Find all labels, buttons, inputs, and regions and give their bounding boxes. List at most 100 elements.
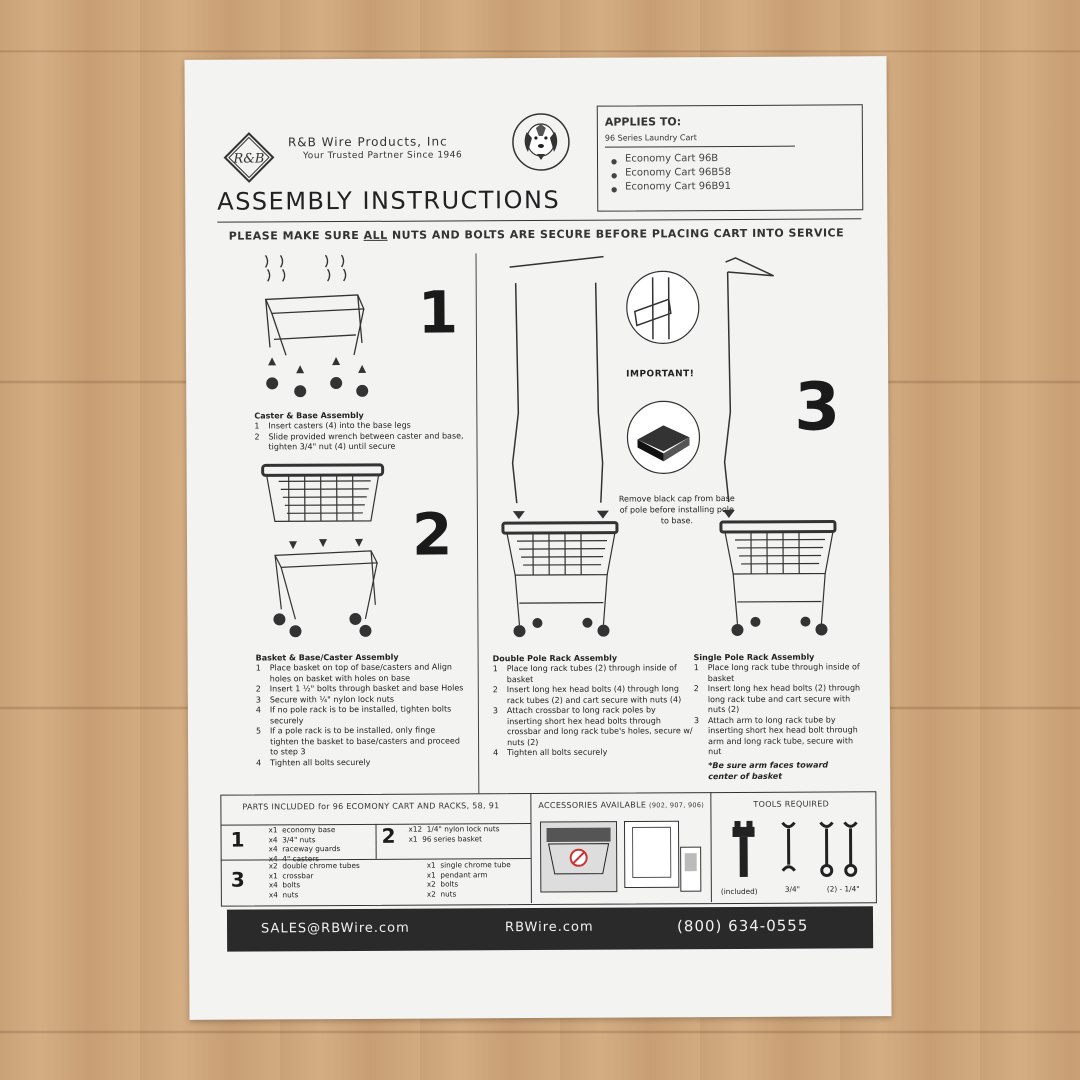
list-item: 4 Tighten all bolts securely [493,747,693,759]
parts-group-number: 1 [230,827,245,852]
footer-email: SALES@RBWire.com [261,920,410,937]
parts-row: x1 96 series basket [408,833,482,844]
safety-notice: PLEASE MAKE SURE ALL NUTS AND BOLTS ARE … [185,226,887,243]
item-text: Attach crossbar to long rack poles by in… [506,705,693,747]
accessories-header: ACCESSORIES AVAILABLE (902, 907, 906) [538,800,704,810]
item-number: 2 [492,685,498,695]
parts-row: x4 nuts [268,889,299,899]
parts-header: PARTS INCLUDED for 96 ECOMONY CART AND R… [242,801,500,812]
basket-base-illustration [261,463,385,638]
wrench-tools-illustration [732,820,858,877]
item-number: 4 [493,748,499,758]
list-item: 3 Attach crossbar to long rack poles by i… [493,705,693,748]
item-number: 3 [255,694,261,704]
accessories-title: ACCESSORIES AVAILABLE [538,800,647,811]
parts-row: x12 1/4" nylon lock nuts [408,824,500,834]
footer-phone: (800) 634-0555 [676,916,809,936]
item-text: Insert casters (4) into the base legs [268,420,411,431]
item-text: Secure with ¼" nylon lock nuts [269,694,395,704]
item-text: Tighten all bolts securely [507,747,608,758]
item-number: 4 [255,705,262,715]
tool-label: 3/4" [784,884,800,894]
parts-row: x4 3/4" nuts [268,834,316,844]
notice-text: NUTS AND BOLTS ARE SECURE BEFORE PLACING… [387,226,845,242]
item-text: If a pole rack is to be installed, only … [269,725,460,757]
item-number: 1 [492,664,498,674]
applies-item: Economy Cart 96B58 [625,166,731,181]
parts-group-2: x12 1/4" nylon lock nuts x1 96 series ba… [408,824,499,843]
applies-list: Economy Cart 96B Economy Cart 96B58 Econ… [625,152,731,195]
parts-row: x4 raceway guards [268,844,341,854]
step-list: 1 Insert casters (4) into the base legs 2… [254,420,464,453]
list-item: 2 Insert long hex head bolts (2) through … [694,683,864,715]
item-number: 2 [254,431,260,441]
applies-item: Economy Cart 96B [625,152,731,167]
step-number: 1 [417,278,459,347]
parts-group-3-right: x1 single chrome tube x1 pendant arm x2 … [427,860,511,898]
arm-direction-note: *Be sure arm faces toward center of bask… [708,760,829,781]
tools-header: TOOLS REQUIRED [753,799,830,809]
item-text: Place basket on top of base/casters and … [269,662,452,683]
item-number: 1 [254,421,260,431]
caster-base-illustration [264,254,369,398]
list-item: 1 Place basket on top of base/casters and… [256,662,466,684]
important-detail-illustration [626,270,701,474]
company-name: R&B Wire Products, Inc [287,134,448,150]
item-number: 3 [693,715,700,725]
item-number: 3 [492,706,499,716]
item-number: 5 [255,726,262,736]
divider [217,218,862,223]
step-list: 1 Place long rack tubes (2) through insid… [493,663,693,759]
applies-label: APPLIES TO: [604,115,682,129]
parts-group-number: 2 [381,823,396,848]
list-item: 2 Slide provided wrench between caster an… [254,431,464,453]
tool-label: (2) - 1/4" [826,884,860,894]
step-heading: Basket & Base/Caster Assembly [255,652,399,663]
parts-row: x2 bolts [426,879,459,889]
item-text: If no pole rack is to be installed, tigh… [269,704,452,725]
step-heading: Caster & Base Assembly [254,410,364,421]
logo-text: R&B [233,151,265,166]
item-text: Slide provided wrench between caster and… [268,430,464,452]
divider [375,823,377,859]
list-item: 5 If a pole rack is to be installed, only… [256,725,466,758]
parts-group-1: x1 economy base x4 3/4" nuts x4 raceway … [269,825,341,863]
step-list: 1 Place long rack tube through inside of … [694,662,864,757]
rb-diamond-logo: R&B [223,132,275,183]
parts-row: x2 nuts [426,888,457,899]
item-number: 4 [256,757,262,767]
step-number: 2 [411,500,453,569]
item-text: Place long rack tubes (2) through inside… [506,663,677,684]
parts-row: x2 double chrome tubes [268,860,360,871]
step-heading: Double Pole Rack Assembly [492,653,618,664]
accessories-codes: (902, 907, 906) [649,801,705,810]
parts-row: x1 crossbar [268,870,314,880]
list-item: 1 Place long rack tube through inside of … [694,662,864,684]
notice-text: PLEASE MAKE SURE [228,228,364,243]
applies-subtitle: 96 Series Laundry Cart [604,133,697,143]
notice-emphasis: ALL [363,228,388,242]
tool-label: (included) [720,886,758,897]
single-pole-illustration [719,257,837,636]
parts-row: x1 single chrome tube [426,860,511,870]
item-text: Insert long hex head bolts (2) through l… [707,683,861,715]
company-tagline: Your Trusted Partner Since 1946 [302,150,463,162]
item-number: 1 [693,663,699,673]
parts-row: x4 bolts [268,880,301,890]
parts-group-number: 3 [230,867,245,892]
item-number: 1 [255,663,261,673]
item-text: Place long rack tube through inside of b… [707,662,860,683]
item-text: Insert 1 ½" bolts through basket and bas… [269,683,464,694]
applies-item: Economy Cart 96B91 [625,180,731,195]
step-number: 3 [794,368,841,446]
instruction-sheet: R&B R&B Wire Products, Inc Your Trusted … [184,56,892,1020]
accessories-illustration [539,820,702,893]
step-list: 1 Place basket on top of base/casters and… [256,662,467,768]
step-heading: Single Pole Rack Assembly [693,652,815,663]
item-number: 2 [693,684,699,694]
list-item: 4 If no pole rack is to be installed, tig… [256,704,466,726]
parts-row: x1 pendant arm [426,869,488,880]
